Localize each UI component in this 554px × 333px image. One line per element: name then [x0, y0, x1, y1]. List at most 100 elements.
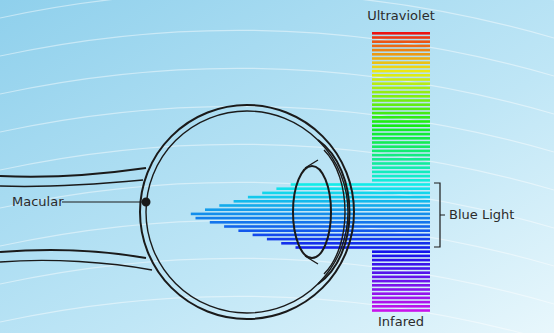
spectrum-stripe — [372, 221, 430, 224]
spectrum-stripe — [372, 183, 430, 186]
light-ray — [224, 225, 372, 228]
spectrum-stripe — [372, 133, 430, 136]
optic-nerve — [0, 168, 146, 177]
spectrum-stripe — [372, 166, 430, 169]
spectrum-stripe — [372, 74, 430, 77]
light-ray — [276, 187, 372, 190]
light-ray — [234, 200, 372, 203]
eye-drawing — [0, 105, 445, 319]
streak — [0, 0, 554, 38]
spectrum-stripe — [372, 141, 430, 144]
spectrum-stripe — [372, 82, 430, 85]
light-ray — [205, 208, 372, 211]
retina — [146, 111, 348, 313]
label: Macular — [12, 194, 64, 210]
light-ray — [267, 238, 372, 241]
spectrum-stripe — [372, 91, 430, 94]
spectrum-stripe — [372, 196, 430, 199]
spectrum-stripe — [372, 103, 430, 106]
spectrum-stripe — [372, 217, 430, 220]
cornea — [318, 140, 350, 284]
spectrum-stripe — [372, 120, 430, 123]
spectrum-stripe — [372, 204, 430, 207]
spectrum-stripe — [372, 95, 430, 98]
spectrum-stripe — [372, 145, 430, 148]
spectrum-stripe — [372, 124, 430, 127]
spectrum-stripe — [372, 45, 430, 48]
spectrum-stripe — [372, 175, 430, 178]
light-ray — [253, 234, 372, 237]
spectrum-stripe — [372, 297, 430, 300]
spectrum-stripe — [372, 192, 430, 195]
spectrum-stripe — [372, 200, 430, 203]
lens — [293, 166, 331, 258]
spectrum-stripe — [372, 53, 430, 56]
spectrum-stripe — [372, 242, 430, 245]
eyeball — [140, 105, 354, 319]
spectrum-stripe — [372, 292, 430, 295]
light-ray — [291, 183, 372, 186]
spectrum-stripe — [372, 187, 430, 190]
spectrum-stripe — [372, 154, 430, 157]
spectrum-stripe — [372, 78, 430, 81]
label: Infared — [378, 314, 424, 330]
spectrum-stripe — [372, 284, 430, 287]
light-ray — [296, 246, 373, 249]
optic-nerve — [0, 180, 143, 187]
spectrum-stripe — [372, 150, 430, 153]
spectrum-stripe — [372, 238, 430, 241]
spectrum-stripe — [372, 116, 430, 119]
spectrum-stripe — [372, 246, 430, 249]
label: Ultraviolet — [367, 8, 435, 24]
spectrum-stripe — [372, 158, 430, 161]
optic-nerve — [0, 250, 146, 258]
light-ray — [262, 192, 372, 195]
spectrum-bars — [372, 32, 430, 312]
spectrum-stripe — [372, 99, 430, 102]
label: Blue Light — [449, 207, 514, 223]
spectrum-stripe — [372, 213, 430, 216]
spectrum-stripe — [372, 61, 430, 64]
cornea — [324, 150, 345, 274]
spectrum-stripe — [372, 129, 430, 132]
spectrum-stripe — [372, 137, 430, 140]
optic-nerve — [0, 260, 152, 270]
spectrum-stripe — [372, 280, 430, 283]
spectrum-stripe — [372, 259, 430, 262]
spectrum-stripe — [372, 179, 430, 182]
spectrum-stripe — [372, 250, 430, 253]
spectrum-stripe — [372, 229, 430, 232]
spectrum-stripe — [372, 87, 430, 90]
iris — [305, 160, 318, 264]
spectrum-stripe — [372, 57, 430, 60]
macula-dot — [143, 199, 150, 206]
spectrum-stripe — [372, 49, 430, 52]
spectrum-stripe — [372, 112, 430, 115]
spectrum-stripe — [372, 301, 430, 304]
spectrum-stripe — [372, 234, 430, 237]
spectrum-stripe — [372, 36, 430, 39]
spectrum-stripe — [372, 171, 430, 174]
leader-line — [62, 201, 143, 202]
spectrum-stripe — [372, 70, 430, 73]
bracket — [434, 183, 445, 247]
spectrum-stripe — [372, 225, 430, 228]
spectrum-stripe — [372, 208, 430, 211]
spectrum-stripe — [372, 267, 430, 270]
spectrum-stripe — [372, 66, 430, 69]
spectrum-stripe — [372, 276, 430, 279]
spectrum-stripe — [372, 255, 430, 258]
spectrum-stripe — [372, 305, 430, 308]
spectrum-stripe — [372, 108, 430, 111]
spectrum-stripe — [372, 271, 430, 274]
spectrum-stripe — [372, 309, 430, 312]
spectrum-stripe — [372, 40, 430, 43]
streak — [0, 182, 554, 228]
spectrum-stripe — [372, 263, 430, 266]
spectrum-stripe — [372, 162, 430, 165]
spectrum-stripe — [372, 32, 430, 35]
spectrum-stripe — [372, 288, 430, 291]
